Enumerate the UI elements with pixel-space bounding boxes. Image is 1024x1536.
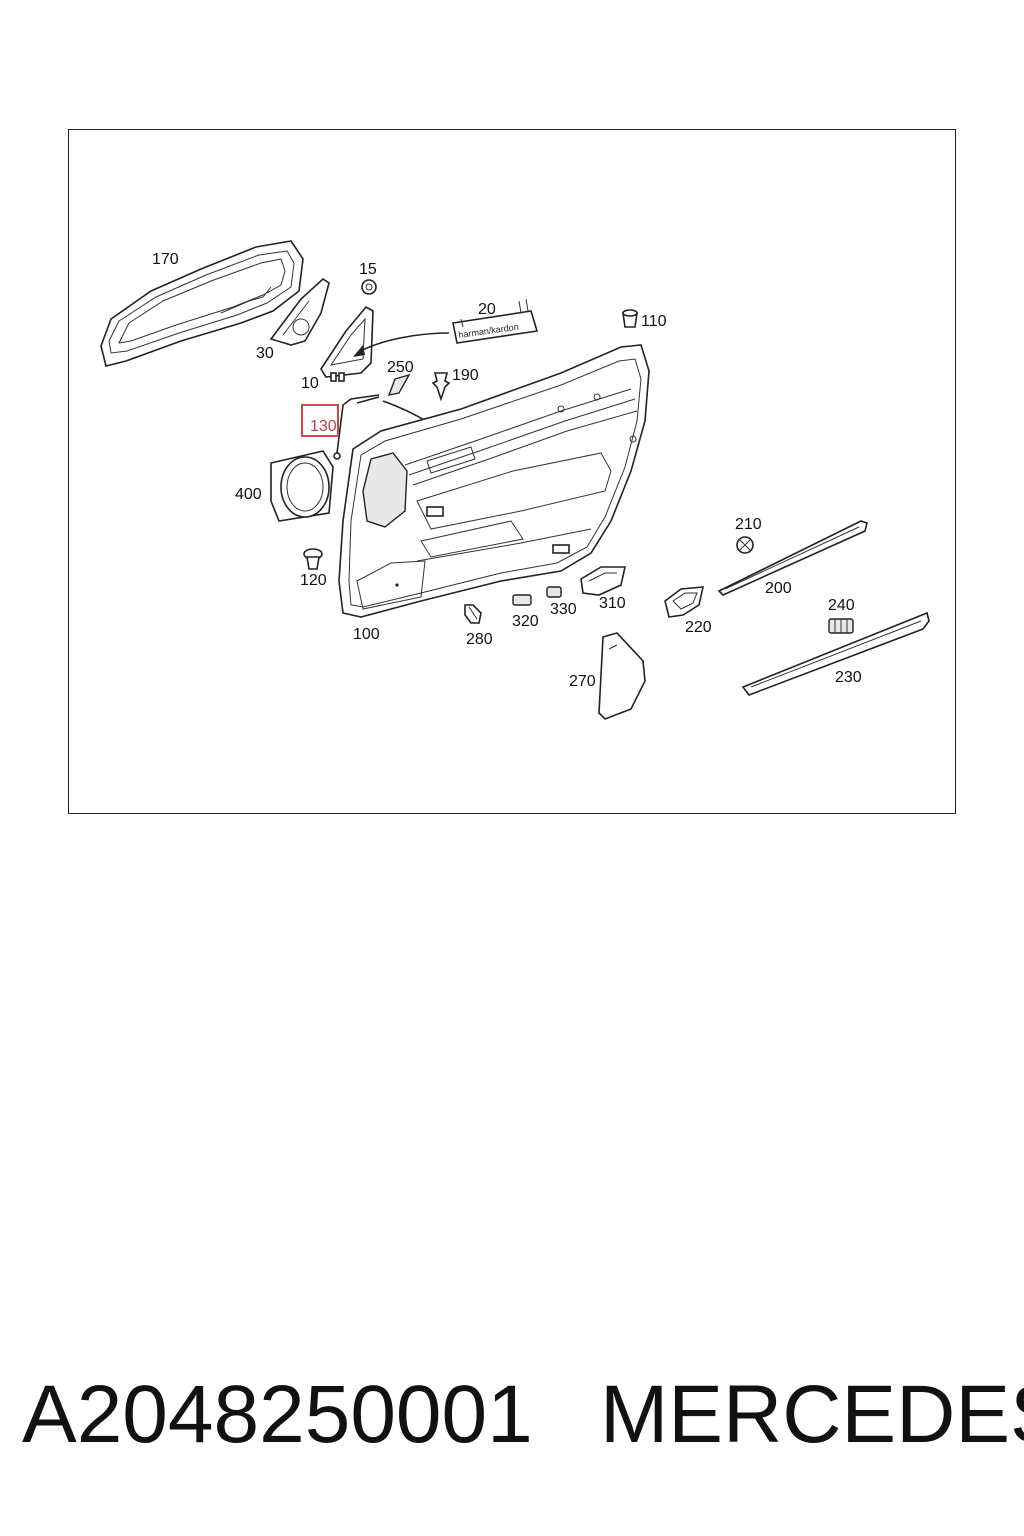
callout-200: 200 [765, 580, 792, 597]
part-280-screw [464, 604, 482, 624]
callout-320: 320 [512, 613, 539, 630]
part-30-tweeter [269, 277, 330, 346]
arrow-head-emblem [353, 345, 365, 357]
callout-30: 30 [256, 345, 274, 362]
callout-10: 10 [301, 375, 319, 392]
part-170-trim [100, 240, 304, 367]
part-250-pad [387, 373, 411, 396]
part-15-clip [361, 279, 377, 295]
callout-120: 120 [300, 572, 327, 589]
callout-130: 130 [310, 418, 337, 435]
part-120-bolt [303, 548, 323, 570]
callout-240: 240 [828, 597, 855, 614]
callout-330: 330 [550, 601, 577, 618]
callout-220: 220 [685, 619, 712, 636]
caption: A2048250001 MERCEDES [22, 1368, 1024, 1478]
part-190-pushclip [431, 372, 451, 402]
part-20-emblem: harman/kardon [452, 298, 539, 344]
part-230-lower-strip [741, 611, 930, 696]
callout-400: 400 [235, 486, 262, 503]
part-320-clip [512, 594, 532, 606]
callout-110: 110 [641, 313, 667, 330]
callout-190: 190 [452, 367, 479, 384]
part-310-handle [580, 566, 626, 596]
callout-230: 230 [835, 669, 862, 686]
callout-170: 170 [152, 251, 179, 268]
part-110-clip [622, 309, 638, 328]
part-210-button [736, 536, 754, 554]
part-240-switch [828, 618, 854, 634]
callout-310: 310 [599, 595, 626, 612]
brand-name: MERCEDES [600, 1369, 1024, 1460]
arrow-emblem [356, 332, 450, 354]
callout-210: 210 [735, 516, 762, 533]
part-400-speaker-ring [270, 450, 334, 522]
part-100-door-panel [338, 344, 650, 618]
part-200-trim-strip [717, 520, 868, 596]
callout-20: 20 [478, 301, 496, 318]
part-330-clip [546, 586, 562, 598]
part-10-mirror-cover [320, 305, 374, 382]
highlight-box-130 [301, 404, 339, 437]
callout-15: 15 [359, 261, 377, 278]
part-220-bezel [664, 586, 705, 618]
part-number: A2048250001 [22, 1369, 533, 1460]
part-130-seal [333, 394, 380, 460]
callout-250: 250 [387, 359, 414, 376]
callout-270: 270 [569, 673, 596, 690]
callout-100: 100 [353, 626, 380, 643]
diagram-frame: harman/kardon [68, 129, 956, 814]
callout-280: 280 [466, 631, 493, 648]
part-270-panel [598, 632, 646, 720]
parts-diagram: harman/kardon [100, 240, 930, 720]
